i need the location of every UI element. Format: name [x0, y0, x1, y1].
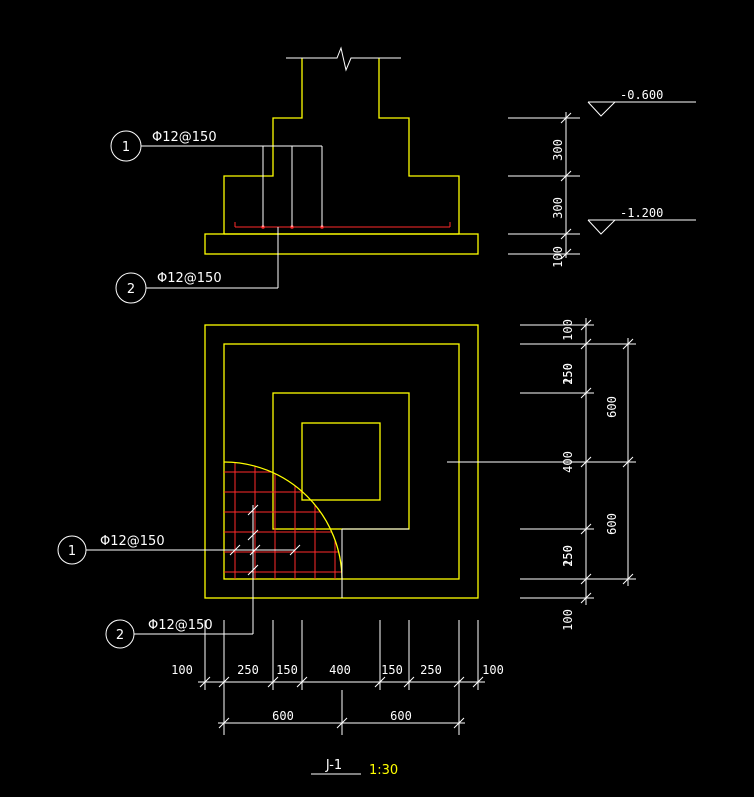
elevation-lower-label: -1.200 [620, 206, 663, 220]
dim-tick [580, 573, 592, 585]
dim-tick [580, 592, 592, 604]
plan-bottom-dimensions: 100 250 150 400 150 250 100 600 600 [171, 620, 504, 735]
dim-tick [199, 676, 211, 688]
dim-tick [560, 170, 572, 182]
dim-tick [267, 676, 279, 688]
right-overall-label: 600 [605, 513, 619, 535]
bottom-dim-label: 250 [420, 663, 442, 677]
drawing-title-block: J-1 1:30 [311, 758, 398, 778]
elevation-mark-lower [587, 219, 617, 235]
dim-tick [289, 544, 301, 556]
plan-callout-1-number: 1 [68, 544, 76, 559]
dim-tick [560, 112, 572, 124]
bottom-dim-label: 100 [482, 663, 504, 677]
bottom-overall-label: 600 [272, 709, 294, 723]
dim-tick [580, 387, 592, 399]
dim-tick [580, 523, 592, 535]
right-dim-label: 250 [561, 545, 575, 567]
dim-tick [472, 676, 484, 688]
plan-step-outline [272, 392, 410, 530]
drawing-title: J-1 [325, 758, 342, 773]
section-outline-left [223, 58, 303, 234]
elevation-dimensions: 300 300 100 -0.600 -1.200 [508, 88, 696, 268]
dim-tick [622, 338, 634, 350]
section-cushion-layer [204, 233, 479, 255]
section-dim-label: 100 [551, 246, 565, 268]
section-callout-1-number: 1 [122, 140, 130, 155]
section-callout-2-label: Φ12@150 [157, 271, 222, 286]
section-callout-1-label: Φ12@150 [152, 130, 217, 145]
bottom-overall-label: 600 [390, 709, 412, 723]
dim-tick [336, 717, 348, 729]
dim-tick [218, 676, 230, 688]
drawing-scale: 1:30 [369, 763, 398, 778]
plan-right-dimensions: 100 150 250 400 150 250 100 600 600 [520, 318, 636, 631]
dim-tick [249, 544, 261, 556]
dim-tick [218, 717, 230, 729]
dim-tick [560, 248, 572, 260]
foundation-plan-view: 1 Φ12@150 2 Φ12@150 [57, 324, 535, 649]
dim-tick [374, 676, 386, 688]
dim-tick [622, 573, 634, 585]
plan-callout-2-number: 2 [116, 628, 124, 643]
right-dim-label: 150 [561, 363, 575, 385]
right-overall-label: 600 [605, 396, 619, 418]
dim-tick [296, 676, 308, 688]
dim-tick [580, 456, 592, 468]
bottom-dim-label: 250 [237, 663, 259, 677]
elevation-upper-label: -0.600 [620, 88, 663, 102]
plan-callout-2-label: Φ12@150 [148, 618, 213, 633]
section-callout-2-number: 2 [127, 282, 135, 297]
bottom-dim-label: 100 [171, 663, 193, 677]
dim-tick [247, 529, 259, 541]
dim-tick [247, 504, 259, 516]
plan-callout-1-label: Φ12@150 [100, 534, 165, 549]
bottom-dim-label: 150 [381, 663, 403, 677]
plan-column-outline [301, 422, 381, 501]
bottom-dim-label: 400 [329, 663, 351, 677]
bottom-dim-label: 150 [276, 663, 298, 677]
dim-tick [229, 544, 241, 556]
right-dim-label: 150 [561, 545, 575, 567]
elevation-mark-upper [587, 101, 617, 117]
column-break-line [286, 46, 401, 72]
foundation-section-view: 1 Φ12@150 2 Φ12@150 [110, 46, 479, 304]
dim-tick [560, 228, 572, 240]
dim-tick [622, 456, 634, 468]
dim-tick [403, 676, 415, 688]
section-dim-label: 300 [551, 139, 565, 161]
dim-tick [453, 717, 465, 729]
right-dim-label: 250 [561, 363, 575, 385]
right-dim-label: 100 [561, 609, 575, 631]
section-outline-right [378, 58, 460, 234]
dim-tick [247, 564, 259, 576]
plan-mesh-arc [223, 461, 343, 580]
section-dim-label: 300 [551, 197, 565, 219]
right-dim-label: 400 [561, 451, 575, 473]
dim-tick [453, 676, 465, 688]
right-dim-label: 100 [561, 319, 575, 341]
dim-tick [580, 338, 592, 350]
dim-tick [580, 319, 592, 331]
